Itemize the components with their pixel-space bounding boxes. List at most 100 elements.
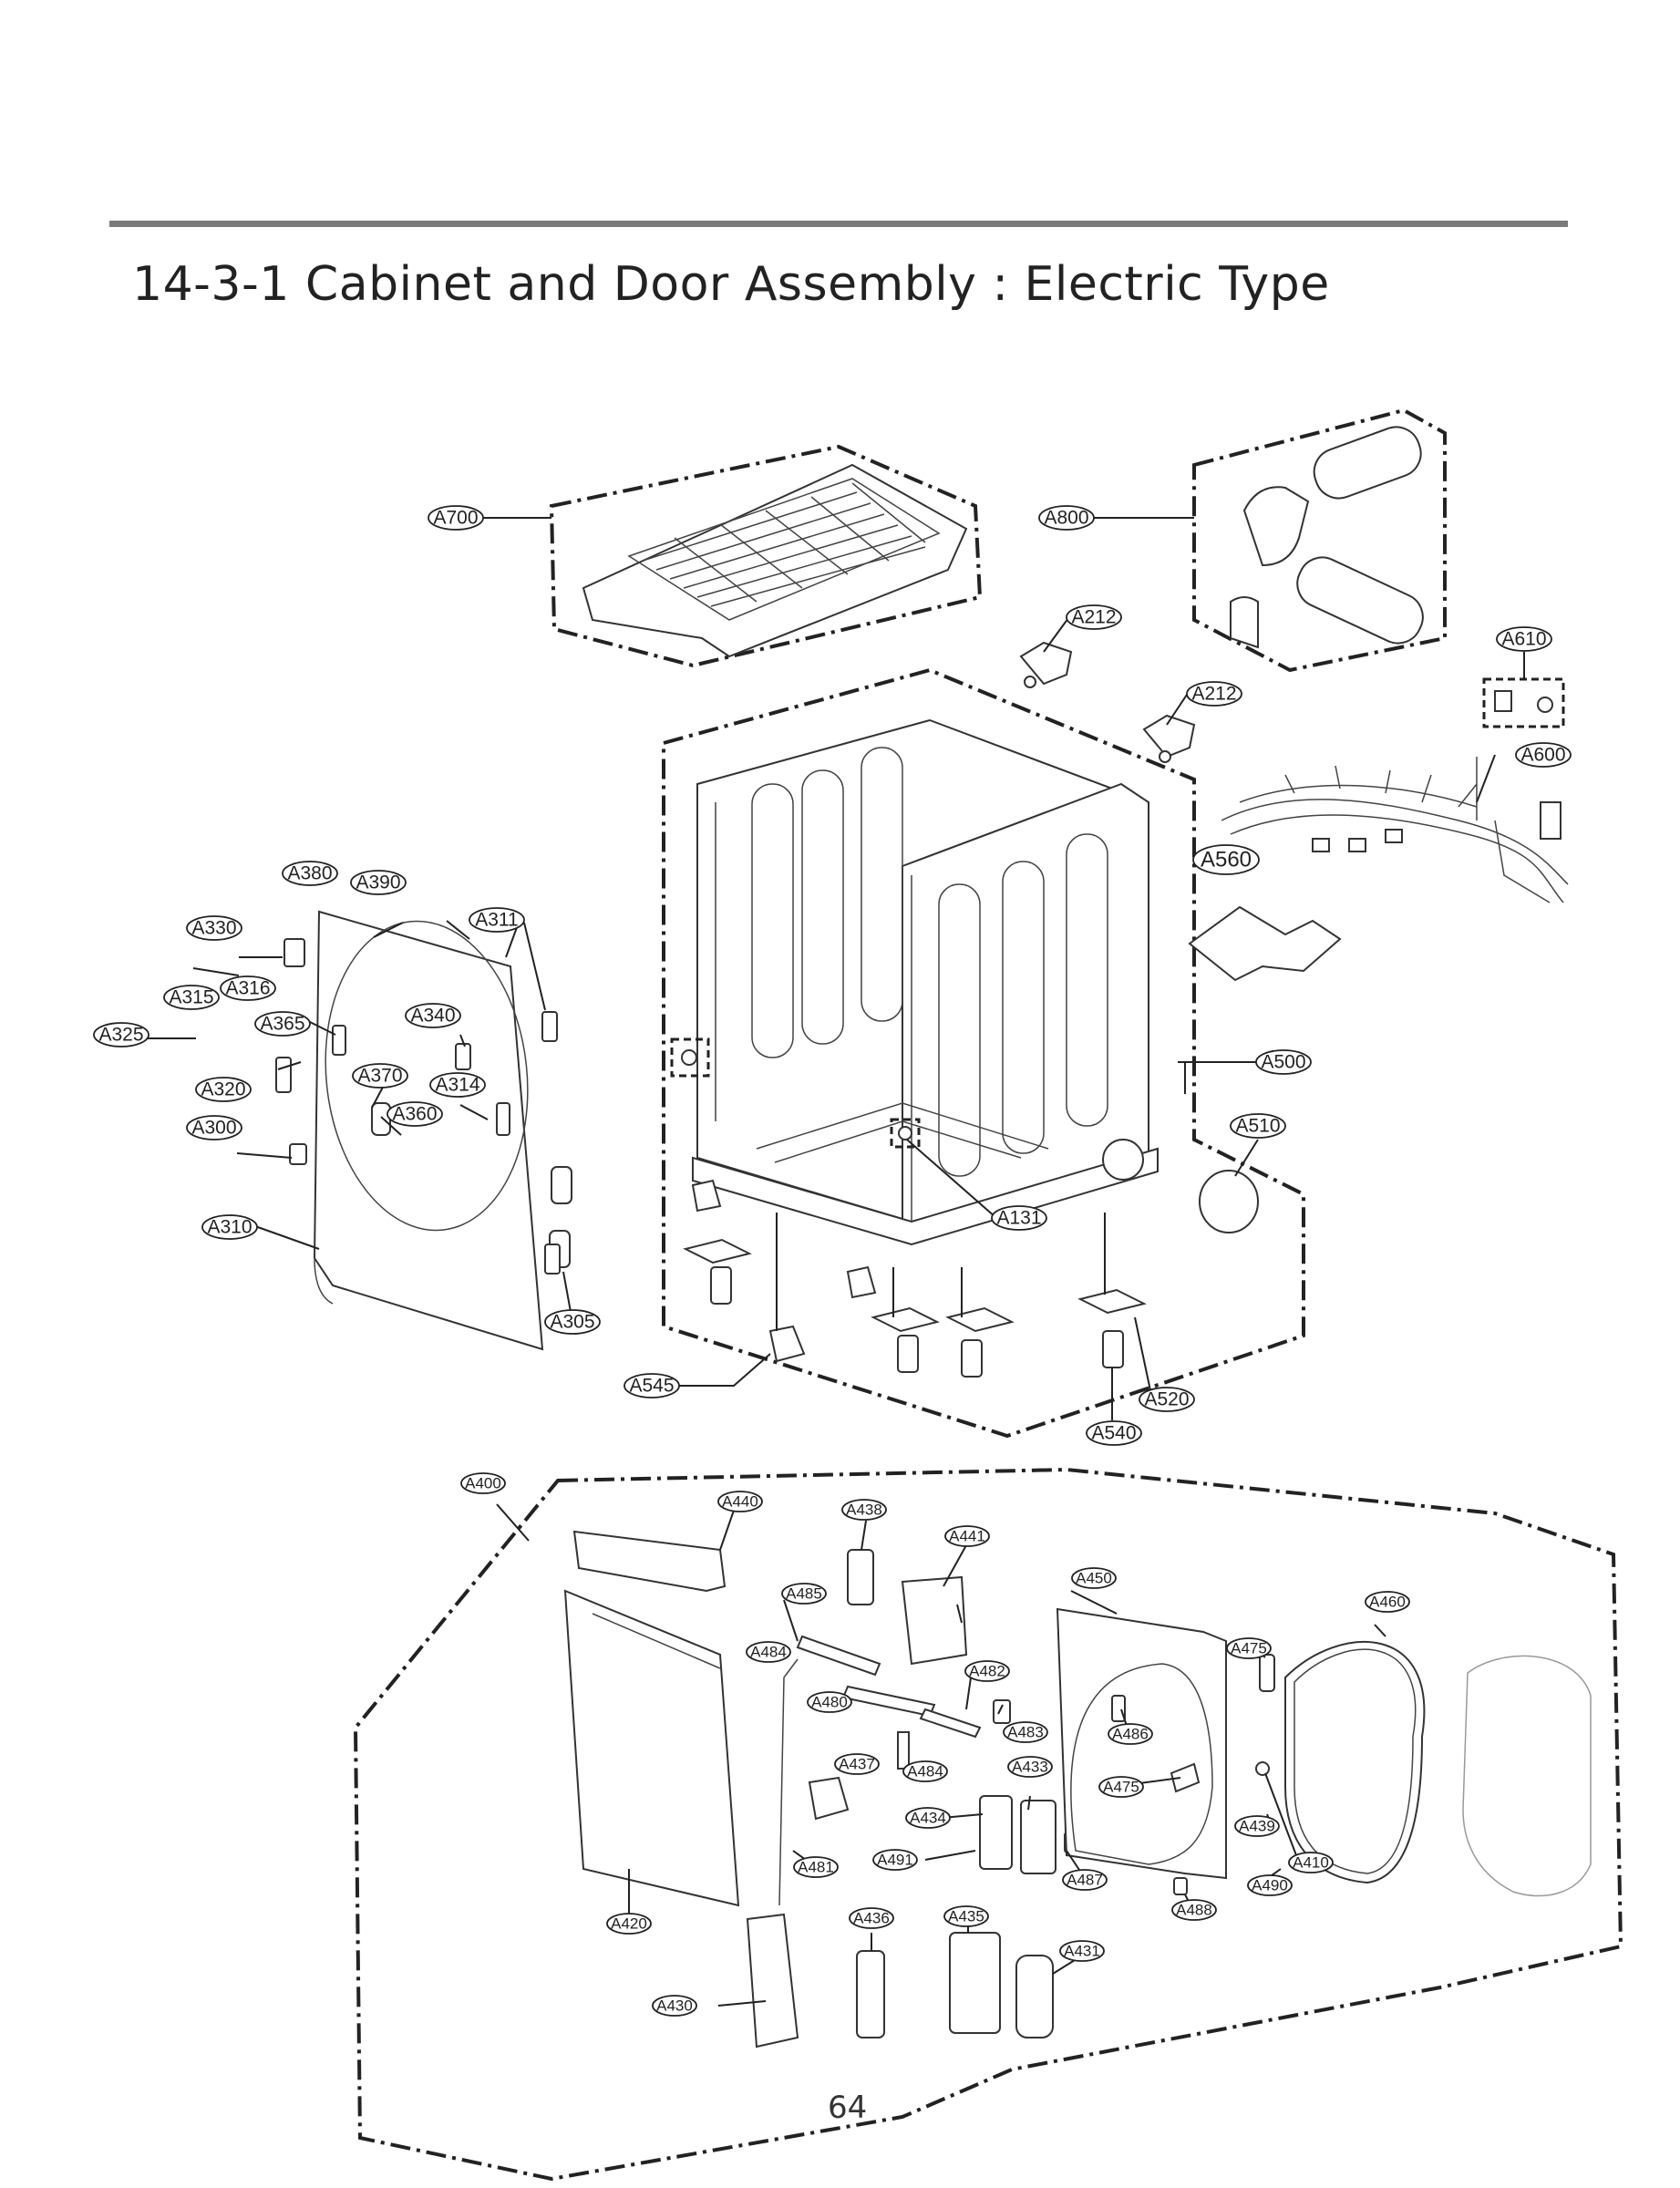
callout-text: A480: [811, 1694, 848, 1711]
callout-text: A484: [907, 1763, 943, 1780]
callout-text: A305: [550, 1312, 594, 1333]
callout-a486: A486: [1108, 1723, 1153, 1745]
callout-text: A490: [1252, 1877, 1288, 1894]
callout-text: A545: [629, 1376, 674, 1397]
callout-a315: A315: [163, 985, 220, 1010]
a610-clip-part: [1494, 690, 1553, 713]
callout-a340: A340: [405, 1003, 461, 1028]
callout-a487: A487: [1062, 1869, 1108, 1891]
callout-text: A390: [356, 872, 400, 893]
callout-a380: A380: [282, 861, 338, 886]
callout-a310: A310: [201, 1214, 258, 1240]
page-number: 64: [828, 2090, 868, 2126]
callout-a431: A431: [1059, 1940, 1105, 1962]
callout-text: A315: [169, 987, 213, 1008]
callout-a430: A430: [652, 1995, 697, 2017]
callout-a481: A481: [793, 1856, 839, 1878]
callout-text: A314: [435, 1075, 479, 1096]
callout-a485: A485: [781, 1583, 827, 1605]
callout-text: A439: [1239, 1818, 1275, 1835]
exhaust-kit-part: [1230, 426, 1424, 649]
callout-a311: A311: [469, 907, 525, 933]
callout-text: A483: [1007, 1724, 1044, 1741]
callout-text: A486: [1112, 1726, 1149, 1743]
callout-text: A440: [722, 1493, 758, 1511]
callout-a360: A360: [387, 1101, 443, 1127]
callout-a560: A560: [1192, 844, 1260, 875]
callout-a330: A330: [186, 915, 242, 941]
callout-a400: A400: [460, 1472, 506, 1494]
callout-a305: A305: [544, 1309, 601, 1335]
header-rule: [109, 221, 1568, 227]
callout-a491: A491: [872, 1849, 918, 1871]
callout-a436: A436: [849, 1907, 894, 1929]
callout-a484-upper: A484: [746, 1641, 791, 1663]
callout-text: A400: [465, 1475, 501, 1492]
top-plate-part: [582, 463, 968, 658]
callout-text: A325: [98, 1025, 143, 1046]
callout-a437: A437: [834, 1753, 880, 1775]
callout-text: A360: [392, 1104, 437, 1125]
callout-a700: A700: [428, 505, 484, 531]
callout-a131: A131: [991, 1205, 1047, 1231]
callout-a510: A510: [1230, 1113, 1286, 1139]
inner-door-frame-part: [1056, 1607, 1227, 1880]
callout-a420: A420: [606, 1913, 652, 1935]
callout-text: A434: [910, 1810, 946, 1827]
callout-text: A435: [948, 1908, 984, 1925]
callout-a600: A600: [1515, 742, 1572, 768]
cabinet-group-boundary: [662, 667, 1305, 1439]
callout-text: A433: [1012, 1759, 1048, 1776]
callout-a540: A540: [1086, 1420, 1142, 1446]
callout-a365: A365: [254, 1011, 311, 1037]
callout-a325: A325: [93, 1022, 149, 1048]
callout-text: A700: [433, 508, 478, 529]
callout-a610: A610: [1496, 626, 1552, 652]
callout-a434: A434: [905, 1807, 951, 1829]
callout-a314: A314: [429, 1072, 486, 1098]
callout-text: A475: [1231, 1640, 1267, 1657]
leveling-foot-parts: [683, 1179, 1147, 1378]
callout-a520: A520: [1139, 1387, 1195, 1412]
door-gasket-part: [1255, 1641, 1426, 1884]
callout-a488: A488: [1171, 1899, 1217, 1921]
callout-a390: A390: [350, 870, 407, 895]
callout-text: A320: [201, 1079, 245, 1100]
hinge-and-latch-parts: [746, 1549, 1188, 2049]
callout-a435: A435: [943, 1905, 989, 1927]
callout-a475-lower: A475: [1098, 1776, 1144, 1798]
a212-bracket-2: [1142, 714, 1196, 763]
callout-text: A484: [750, 1644, 787, 1661]
callout-text: A370: [357, 1066, 402, 1087]
callout-a484-lower: A484: [902, 1760, 948, 1782]
callout-text: A441: [949, 1528, 985, 1545]
callout-a450: A450: [1071, 1567, 1117, 1589]
callout-text: A520: [1144, 1389, 1189, 1410]
callout-text: A410: [1293, 1854, 1329, 1872]
callout-a480: A480: [807, 1691, 852, 1713]
callout-a482: A482: [964, 1660, 1010, 1682]
callout-a439: A439: [1234, 1815, 1280, 1837]
exhaust-kit-group-boundary: [1192, 408, 1447, 673]
callout-text: A316: [225, 978, 270, 999]
callout-a545: A545: [624, 1373, 680, 1398]
callout-a316: A316: [220, 975, 276, 1001]
callout-text: A311: [475, 910, 519, 931]
callout-a410: A410: [1288, 1852, 1334, 1873]
callout-text: A540: [1091, 1423, 1136, 1444]
callout-text: A131: [996, 1208, 1041, 1229]
cabinet-part: [692, 718, 1159, 1246]
callout-text: A430: [656, 1997, 693, 2015]
callout-text: A431: [1064, 1943, 1100, 1960]
callout-a490: A490: [1247, 1874, 1293, 1896]
callout-text: A300: [191, 1118, 236, 1139]
callout-text: A212: [1191, 684, 1236, 705]
a510-cap-part: [1199, 1170, 1259, 1233]
callout-text: A475: [1103, 1779, 1139, 1796]
callout-text: A500: [1261, 1052, 1305, 1073]
door-assembly-boundary: [353, 1467, 1623, 2182]
callout-a500: A500: [1255, 1049, 1312, 1075]
callout-a460: A460: [1365, 1591, 1410, 1613]
callout-text: A610: [1501, 629, 1546, 650]
callout-a300: A300: [186, 1115, 242, 1140]
